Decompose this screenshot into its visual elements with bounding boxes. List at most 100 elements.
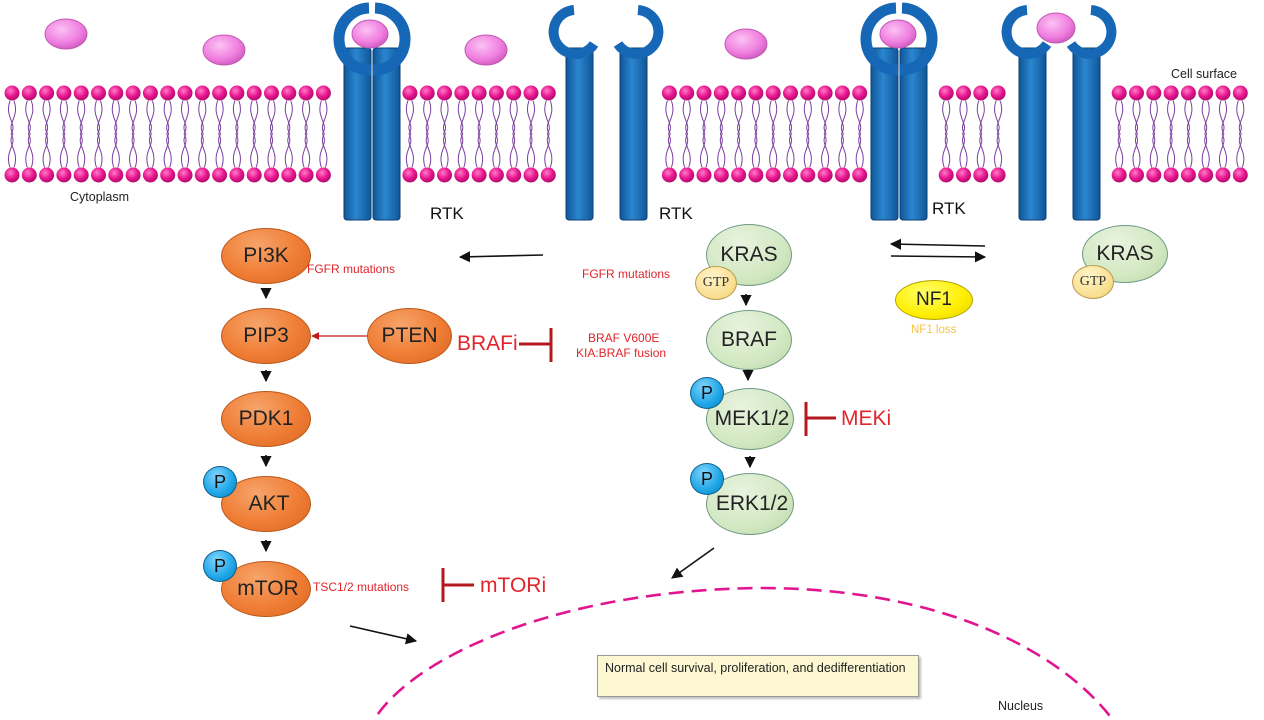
arrow-mtor-nucleus xyxy=(349,625,418,645)
lipid-tail xyxy=(546,100,553,135)
ligand xyxy=(724,28,768,60)
lipid-tail xyxy=(1204,100,1210,135)
lipid-tail xyxy=(737,100,743,135)
lipid-head xyxy=(1146,85,1162,101)
lipid-tail xyxy=(62,133,68,168)
akt-node: AKT xyxy=(221,476,311,532)
lipid-tail xyxy=(477,133,483,168)
nf1-label: NF1 xyxy=(916,289,952,310)
kras-label: KRAS xyxy=(720,243,778,266)
lipid-tail xyxy=(1169,100,1175,135)
lipid-tail xyxy=(996,100,1002,135)
lipid-head xyxy=(661,167,677,183)
rtk-label-1: RTK xyxy=(430,204,464,223)
lipid-head xyxy=(661,85,677,101)
pdk1-node: PDK1 xyxy=(221,391,311,447)
lipid-head xyxy=(1232,167,1248,183)
lipid-head xyxy=(160,85,176,101)
lipid-head xyxy=(783,85,798,101)
pip3-label: PIP3 xyxy=(243,324,289,347)
lipid-tail xyxy=(1117,100,1124,135)
lipid-head xyxy=(402,167,418,183)
lipid-tail xyxy=(840,100,847,135)
lipid-head xyxy=(1163,85,1179,101)
lipid-tail xyxy=(685,100,691,135)
lipid-head xyxy=(212,167,228,183)
nucleus-label: Nucleus xyxy=(998,699,1044,713)
lipid-head xyxy=(108,167,124,183)
ligand xyxy=(351,19,389,49)
braf-label: BRAF xyxy=(720,328,777,351)
mtor-label: mTOR xyxy=(237,577,299,600)
brafi-label: BRAFi xyxy=(457,332,518,355)
lipid-tail xyxy=(304,133,310,168)
lipid-head xyxy=(852,85,868,101)
lipid-tail xyxy=(1135,133,1141,168)
lipid-bilayer xyxy=(4,85,1248,183)
lipid-tail xyxy=(287,100,293,135)
braf-v600e-label: BRAF V600E xyxy=(588,331,660,345)
ligand xyxy=(1036,12,1076,44)
lipid-head xyxy=(298,85,314,101)
lipid-tail xyxy=(183,133,189,168)
lipid-tail xyxy=(771,133,778,168)
lipid-head xyxy=(973,167,989,183)
lipid-tail xyxy=(1221,100,1227,135)
mtor-phosphate: P xyxy=(203,550,237,582)
lipid-tail xyxy=(425,100,432,135)
mtori-tbar xyxy=(441,568,474,602)
lipid-head xyxy=(540,167,556,183)
lipid-head xyxy=(990,85,1006,101)
lipid-head xyxy=(125,167,141,183)
lipid-head xyxy=(748,85,764,101)
lipid-head xyxy=(834,167,850,183)
erk-phosphate: P xyxy=(690,463,724,495)
lipid-tail xyxy=(754,133,760,168)
lipid-tail xyxy=(97,133,103,168)
lipid-tail xyxy=(443,133,449,168)
phospho-label: P xyxy=(213,471,226,492)
lipid-head xyxy=(938,85,954,101)
lipid-tail xyxy=(979,133,985,168)
lipid-tail xyxy=(944,133,951,168)
lipid-head xyxy=(229,85,245,101)
lipid-head xyxy=(471,167,487,183)
akt-label: AKT xyxy=(248,492,290,515)
lipid-tail xyxy=(443,100,449,135)
arrow-erk-nucleus xyxy=(671,547,715,579)
lipid-tail xyxy=(270,100,276,135)
pdk1-label: PDK1 xyxy=(238,407,294,430)
lipid-head xyxy=(731,85,747,101)
akt-phosphate: P xyxy=(203,466,237,498)
lipid-tail xyxy=(494,133,501,168)
lipid-tail xyxy=(685,133,691,168)
lipid-tail xyxy=(218,133,224,168)
lipid-head xyxy=(73,167,89,183)
ligand xyxy=(44,18,88,50)
lipid-tail xyxy=(944,100,951,135)
lipid-tail xyxy=(235,100,241,135)
lipid-tail xyxy=(200,100,207,135)
lipid-tail xyxy=(1221,133,1227,168)
lipid-head xyxy=(21,167,37,183)
lipid-tail xyxy=(789,100,795,135)
lipid-tail xyxy=(304,100,310,135)
lipid-head xyxy=(1198,85,1214,101)
lipid-tail xyxy=(858,133,864,168)
rtk-receptor-2 xyxy=(548,5,664,221)
tsc-mutations-label: TSC1/2 mutations xyxy=(313,580,410,594)
lipid-head xyxy=(1129,85,1144,101)
lipid-head xyxy=(817,85,833,101)
lipid-head xyxy=(4,85,20,101)
rtk-label-2: RTK xyxy=(659,204,693,223)
lipid-tail xyxy=(512,100,518,135)
lipid-tail xyxy=(979,100,985,135)
lipid-head xyxy=(298,167,314,183)
lipid-head xyxy=(142,85,158,101)
lipid-head xyxy=(488,167,504,183)
kras-right-label: KRAS xyxy=(1096,242,1154,265)
pi3k-node: PI3K xyxy=(221,228,311,284)
lipid-tail xyxy=(148,100,155,135)
lipid-head xyxy=(471,85,487,101)
lipid-tail xyxy=(1186,100,1193,135)
